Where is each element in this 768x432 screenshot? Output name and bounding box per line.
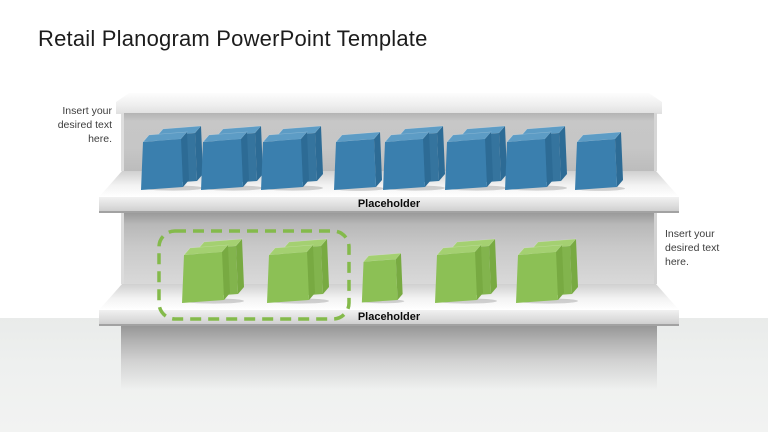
product-box-pair-green [182, 238, 244, 304]
product-box-single-blue [575, 131, 625, 191]
product-box-pair-blue [505, 125, 567, 191]
bottom-shelf-edge: Placeholder [99, 310, 679, 326]
product-box-pair-green [267, 238, 329, 304]
bottom-shelf-placeholder-label[interactable]: Placeholder [357, 310, 421, 323]
right-text-placeholder[interactable]: Insert your desired text here. [665, 228, 720, 268]
product-box-single-blue [334, 131, 384, 191]
product-box-pair-blue [261, 125, 323, 191]
left-text-placeholder[interactable]: Insert your desired text here. [57, 105, 112, 145]
product-box-pair-blue [445, 125, 507, 191]
product-box-pair-blue [201, 125, 263, 191]
top-shelf-edge: Placeholder [99, 197, 679, 213]
product-box-pair-blue [141, 125, 203, 191]
highlight-dashed-border [157, 229, 351, 321]
product-box-single-green [361, 253, 405, 304]
product-box-pair-green [516, 238, 578, 304]
top-shelf-placeholder-label[interactable]: Placeholder [357, 197, 421, 210]
slide-title[interactable]: Retail Planogram PowerPoint Template [38, 26, 428, 51]
product-box-pair-blue [383, 125, 445, 191]
shelf-unit-top-cap [116, 93, 662, 114]
product-box-pair-green [435, 238, 497, 304]
shelf-unit-base [121, 326, 657, 390]
